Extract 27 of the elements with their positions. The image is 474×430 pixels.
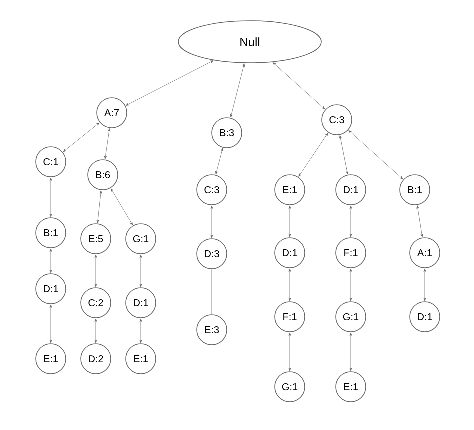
arrow [140,318,142,344]
arrow [298,133,328,177]
arrow [216,148,224,175]
arrow [288,332,292,372]
arrow [94,254,98,288]
arrow [350,206,352,238]
arrow [210,206,214,238]
arrow [272,62,326,110]
arrow [94,318,98,344]
arrow [50,304,52,344]
arrow [350,268,352,302]
arrow [424,268,426,302]
arrow [416,206,424,238]
arrow [140,254,142,288]
arrow [110,188,134,226]
arrow [230,64,245,118]
arrow [348,130,404,180]
arrow [50,248,52,274]
arrow [126,60,214,106]
arrow [63,122,100,152]
arrow [288,206,292,238]
arrow [339,135,349,175]
arrow [96,190,102,224]
arrow [288,268,292,302]
arrow [50,178,52,218]
arrow [104,128,111,160]
arrow [350,332,352,372]
